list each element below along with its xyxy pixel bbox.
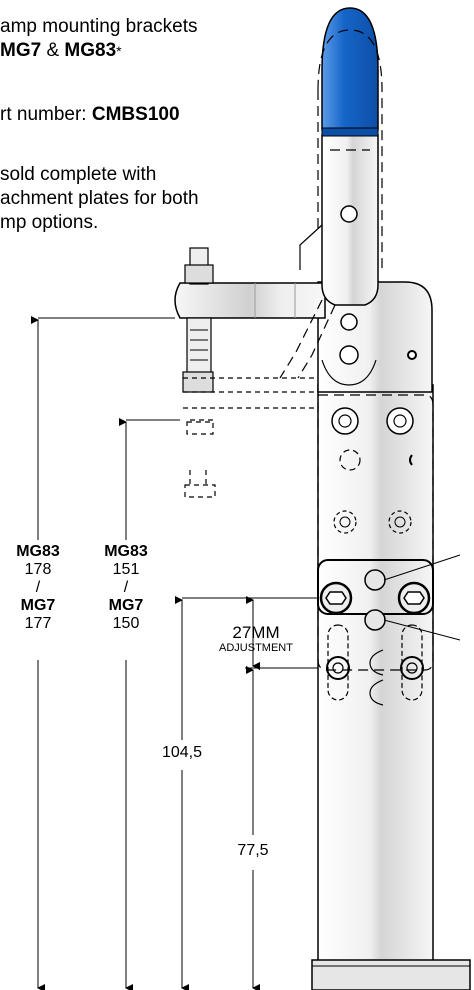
dim-mid-label: MG83 151 / MG7 150 — [96, 543, 156, 633]
dim-mid-model1: MG83 — [104, 543, 148, 560]
clamp-body — [311, 384, 471, 990]
dim-mid-value1: 151 — [112, 561, 140, 578]
spindle-bolt — [182, 247, 214, 393]
desc-line-2: achment plates for both — [0, 188, 199, 209]
intro-line-2: MG7 & MG83* — [0, 40, 122, 62]
dim-left-sep: / — [35, 579, 41, 596]
spindle-alt-position — [183, 377, 318, 498]
mounting-bracket — [317, 554, 461, 641]
desc-line-1: sold complete with — [0, 164, 157, 185]
part-label: rt number: — [0, 104, 92, 125]
dim-104-5: 104,5 — [161, 744, 203, 761]
dimension-lines — [31, 316, 318, 990]
model-mg7: MG7 — [0, 40, 42, 61]
handle-alt-position — [279, 29, 383, 379]
adjustment-plate — [317, 394, 434, 671]
handle-lever — [299, 7, 379, 386]
model-mg83: MG83 — [64, 40, 117, 61]
dim-mid-model2: MG7 — [108, 597, 144, 614]
dim-mid-value2: 150 — [112, 615, 140, 632]
dim-77-5: 77,5 — [237, 842, 269, 859]
amp-text: & — [41, 40, 65, 61]
adjustment-slots — [326, 624, 424, 706]
part-number: CMBS100 — [91, 104, 180, 125]
clamp-arm — [174, 282, 326, 319]
dim-mid-sep: / — [123, 579, 129, 596]
dim-adjustment: 27MM ADJUSTMENT — [196, 624, 316, 655]
dim-left-model1: MG83 — [16, 543, 60, 560]
intro-line-1: amp mounting brackets — [0, 16, 198, 37]
dim-left-label: MG83 178 / MG7 177 — [8, 543, 68, 633]
dim-left-value2: 177 — [24, 615, 52, 632]
part-number-line: rt number: CMBS100 — [0, 104, 180, 126]
hinge-housing — [317, 281, 433, 393]
dim-adj-label: ADJUSTMENT — [219, 642, 293, 654]
dim-adj-value: 27MM — [232, 623, 280, 642]
dim-left-value1: 178 — [24, 561, 52, 578]
dim-left-model2: MG7 — [20, 597, 56, 614]
asterisk: * — [116, 43, 122, 59]
desc-line-3: mp options. — [0, 212, 99, 233]
